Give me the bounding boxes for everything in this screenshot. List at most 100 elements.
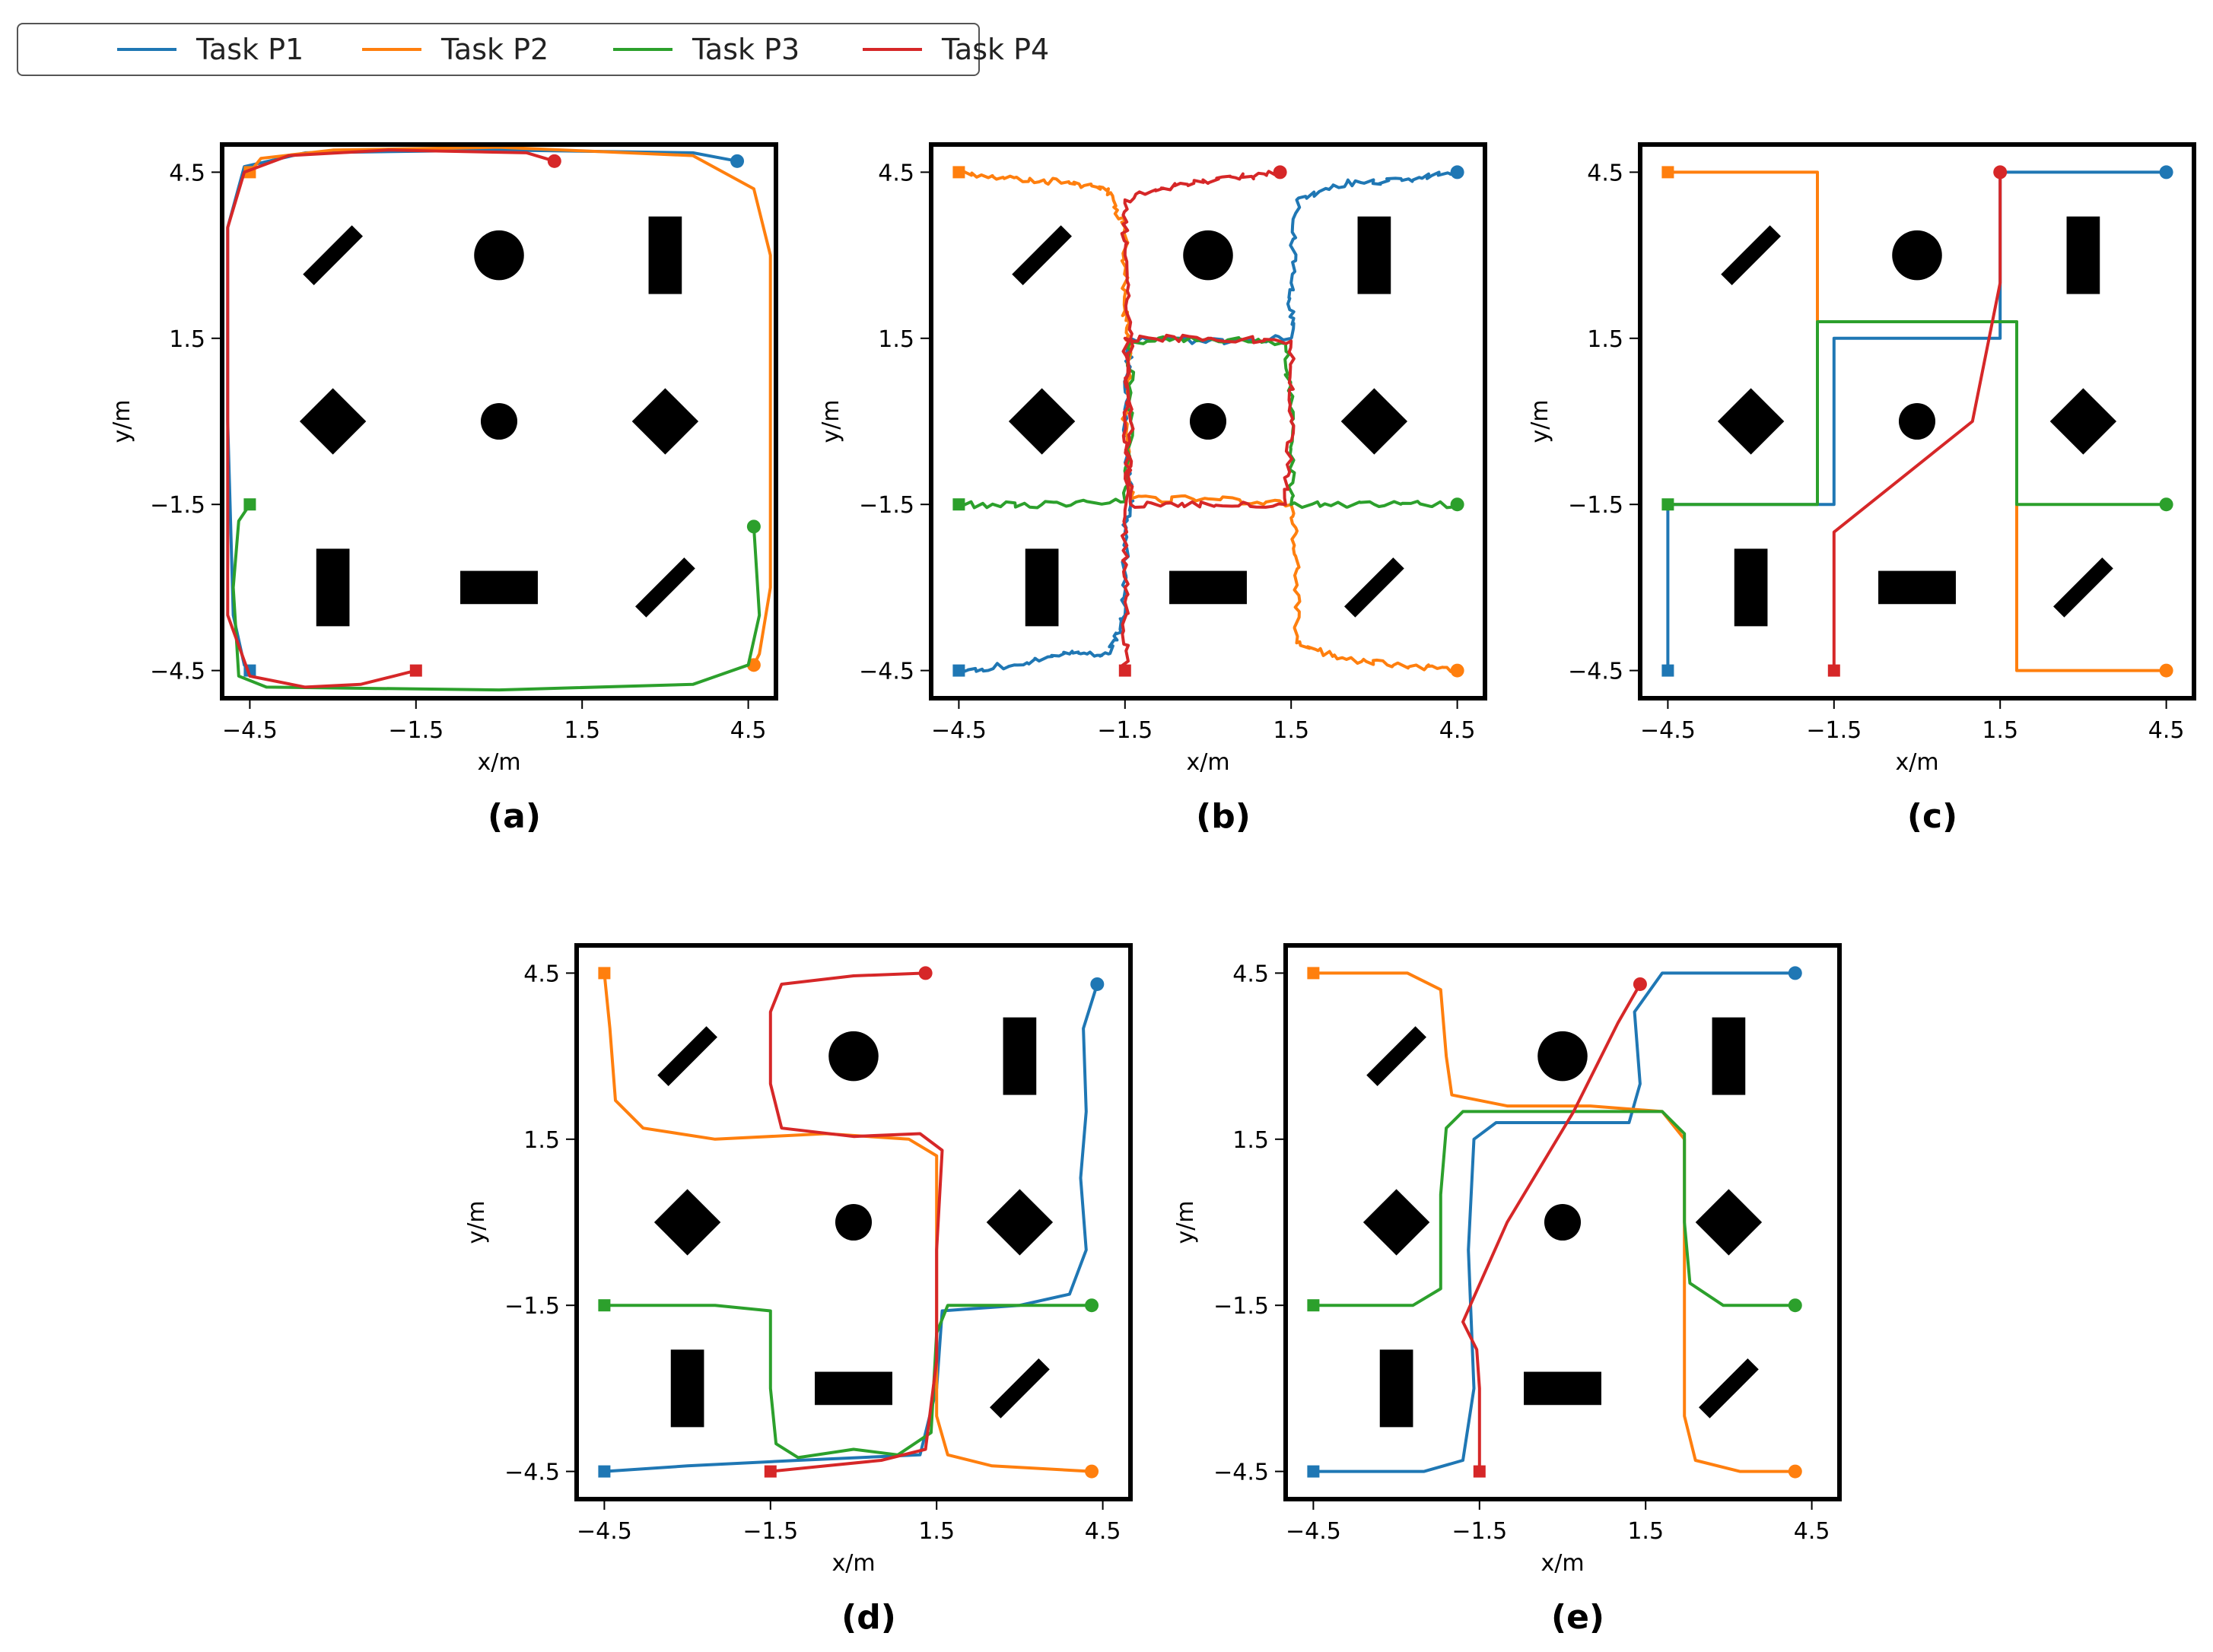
legend-item-p2: Task P2 [362,24,548,75]
obstacle-rect [1878,570,1956,605]
end-marker [1633,977,1647,991]
obstacle-diamond [1717,388,1785,455]
obstacle-rect [815,1371,892,1406]
start-marker [1307,1299,1320,1312]
y-tick-label: −1.5 [1568,492,1623,519]
x-tick-label: 4.5 [2148,717,2185,744]
y-tick-label: 1.5 [1587,326,1623,353]
obstacle-rect [1169,570,1247,605]
legend-item-p4: Task P4 [863,24,1049,75]
legend-swatch-p1 [117,48,176,51]
plot-frame [1638,142,2196,701]
obstacle-circle [474,230,524,281]
obstacle-circle [1892,230,1942,281]
x-tick-label: 4.5 [730,717,767,744]
y-tick-label: 1.5 [1232,1127,1269,1154]
y-tick-label: 1.5 [878,326,914,353]
x-tick-label: 4.5 [1794,1518,1830,1545]
trajectory-line [1120,170,1296,672]
legend: Task P1 Task P2 Task P3 Task P4 [17,23,1049,76]
end-marker [1085,1464,1099,1479]
legend-swatch-p4 [863,48,922,51]
trajectory-line [1312,971,1797,1473]
end-marker [2159,165,2173,179]
y-axis-label: y/m [1527,399,1553,443]
obstacle-circle [1183,230,1233,281]
x-tick-label: −1.5 [1451,1518,1507,1545]
y-tick-label: −1.5 [859,492,914,519]
y-axis-label: y/m [1172,1200,1199,1244]
obstacle-rect [1357,216,1391,294]
x-tick-label: 1.5 [1627,1518,1664,1545]
end-marker [746,519,761,534]
trajectory-line [603,971,1093,1473]
panel-label: (d) [841,1598,896,1637]
obstacle-circle [480,402,518,440]
start-marker [598,1299,611,1312]
y-tick-label: 1.5 [523,1127,560,1154]
obstacle-diamond [653,1189,721,1256]
plot-frame [574,943,1133,1501]
trajectory-line [1666,320,2168,507]
obstacle-diamond [1008,388,1076,455]
obstacle-bar [990,1358,1050,1418]
y-tick-label: 4.5 [1232,961,1269,987]
y-tick-label: −4.5 [1568,659,1623,685]
y-tick-label: 4.5 [878,160,914,186]
y-tick-label: −4.5 [504,1460,560,1486]
legend-swatch-p3 [613,48,672,51]
start-marker [598,967,611,980]
start-marker [1827,664,1840,677]
start-marker [1473,1465,1486,1478]
x-tick-label: −1.5 [1097,717,1153,744]
obstacle-circle [828,1031,879,1082]
end-marker [1085,1298,1099,1313]
obstacle-circle [1537,1031,1588,1082]
start-marker [1307,1465,1320,1478]
start-marker [1307,967,1320,980]
y-axis-label: y/m [463,1200,490,1244]
obstacle-rect [1379,1349,1413,1428]
y-tick-label: −4.5 [150,659,205,685]
obstacle-rect [1524,1371,1601,1406]
y-tick-label: 1.5 [169,326,205,353]
obstacle-diamond [1695,1189,1763,1256]
legend-label-p4: Task P4 [942,33,1050,66]
x-tick-label: 1.5 [1982,717,2018,744]
obstacle-bar [1012,225,1072,285]
x-axis-label: x/m [477,749,520,776]
y-tick-label: −1.5 [1213,1293,1269,1320]
trajectory-line [1312,971,1797,1473]
end-marker [1273,165,1287,179]
obstacle-rect [2066,216,2100,294]
x-tick-label: −4.5 [1286,1518,1341,1545]
y-tick-label: 4.5 [169,160,205,186]
obstacle-diamond [1340,388,1408,455]
x-tick-label: 1.5 [564,717,600,744]
obstacle-bar [303,225,363,285]
obstacle-diamond [631,388,699,455]
start-marker [952,166,965,179]
legend-label-p2: Task P2 [441,33,549,66]
obstacle-rect [1003,1017,1037,1095]
start-marker [952,664,965,677]
legend-swatch-p2 [362,48,421,51]
trajectory-line [1312,1110,1797,1307]
x-tick-label: 1.5 [918,1518,955,1545]
start-marker [409,664,422,677]
y-axis-label: y/m [109,399,135,443]
x-tick-label: 4.5 [1085,1518,1121,1545]
obstacle-rect [648,216,682,294]
panel-label: (a) [488,797,541,836]
obstacle-bar [635,558,695,618]
end-marker [1090,977,1105,991]
legend-item-p1: Task P1 [117,24,304,75]
obstacle-bar [1721,225,1781,285]
obstacle-circle [1544,1203,1582,1241]
end-marker [1450,663,1464,678]
y-axis-label: y/m [818,399,844,443]
panel-label: (e) [1551,1598,1604,1637]
y-tick-label: −4.5 [1213,1460,1269,1486]
legend-label-p3: Task P3 [692,33,800,66]
plot-2: −4.5−4.5−1.5−1.51.51.54.54.5x/my/m(c) [1527,142,2196,836]
